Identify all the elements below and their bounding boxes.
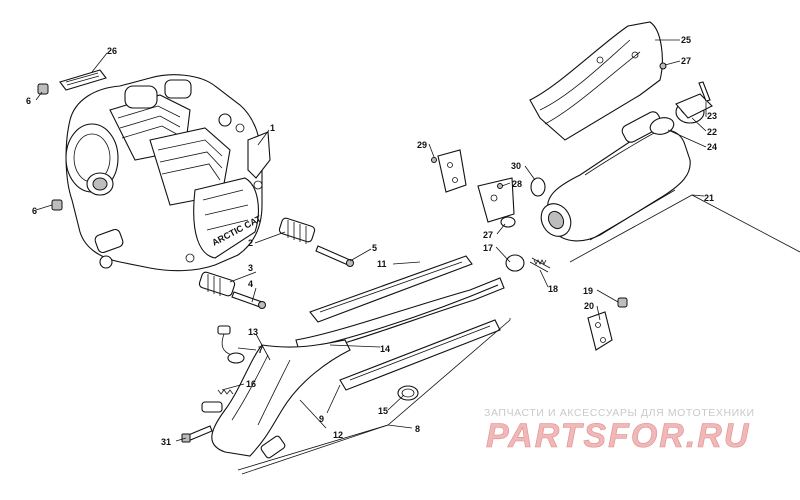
header-gasket — [217, 389, 234, 395]
header-flange — [201, 401, 223, 413]
callout-2: 2 — [248, 238, 253, 248]
exhaust-spring-gasket-upper — [278, 217, 316, 244]
callout-27: 27 — [483, 230, 493, 240]
exhaust-spring-gasket-lower — [198, 271, 236, 297]
pipe-clamp — [397, 385, 419, 401]
callout-24: 25 — [681, 35, 691, 45]
muffler-bracket — [437, 149, 467, 193]
bracket-screw — [431, 157, 437, 163]
engine-assembly: ARCTIC CAT — [65, 74, 271, 272]
callout-5: 5 — [372, 243, 377, 253]
callout-10: 11 — [377, 259, 387, 269]
callout-7: 7 — [258, 345, 263, 355]
callout-20: 21 — [704, 193, 714, 203]
callout-22: 23 — [707, 111, 717, 121]
watermark-tagline: ЗАПЧАСТИ И АКСЕССУАРЫ ДЛЯ МОТОТЕХНИКИ — [484, 407, 755, 419]
nut-upper — [37, 83, 49, 95]
muffler-mount-bracket — [477, 177, 516, 228]
pipe-heat-shield-lower — [339, 319, 501, 391]
callout-31: 31 — [161, 437, 171, 447]
heat-shield — [529, 21, 663, 141]
group-line-pipes — [241, 318, 511, 475]
callout-21: 22 — [707, 127, 717, 137]
callout-8: 8 — [415, 424, 420, 434]
exhaust-spring — [529, 257, 551, 273]
callout-3: 3 — [248, 263, 253, 273]
header-bolt — [181, 425, 213, 443]
callout-28: 28 — [512, 179, 522, 189]
grommet — [530, 177, 546, 197]
heat-shield-screw — [659, 62, 667, 70]
callout-25: 27 — [681, 56, 691, 66]
callout-29: 29 — [417, 140, 427, 150]
callout-13: 14 — [380, 344, 390, 354]
muffler-inlet-gasket — [505, 254, 525, 272]
pipe-heat-shield-upper — [309, 255, 473, 323]
callout-19: 20 — [584, 301, 594, 311]
callout-30: 30 — [511, 161, 521, 171]
stud-bolt-lower — [231, 291, 266, 309]
front-exhaust-pipe — [211, 339, 351, 459]
callout-11: 12 — [333, 430, 343, 440]
callout-16: 17 — [483, 243, 493, 253]
callout-9: 9 — [319, 414, 324, 424]
callout-15: 16 — [246, 379, 256, 389]
callout-labels: 26 6 6 1 2 3 4 5 11 13 14 7 9 12 15 16 8… — [26, 35, 717, 447]
oxygen-sensor — [217, 325, 245, 364]
tail-gasket — [649, 117, 675, 135]
callout-18: 19 — [583, 286, 593, 296]
tail-pipe-bolt — [698, 81, 711, 102]
callout-12: 13 — [248, 327, 258, 337]
callout-1: 1 — [270, 123, 275, 133]
watermark: ЗАПЧАСТИ И АКСЕССУАРЫ ДЛЯ МОТОТЕХНИКИ PA… — [484, 407, 755, 455]
callout-23: 24 — [707, 142, 717, 152]
tail-pipe — [675, 93, 713, 124]
callout-6-lower: 6 — [32, 206, 37, 216]
callout-26: 26 — [107, 46, 117, 56]
mount-bolt — [497, 183, 503, 189]
leader-lines — [35, 39, 707, 442]
lower-bracket — [587, 311, 613, 351]
callout-17: 18 — [548, 284, 558, 294]
callout-6-upper: 6 — [26, 96, 31, 106]
stud-bolt-upper — [315, 245, 354, 267]
decal-label — [59, 69, 107, 91]
callout-14: 15 — [378, 406, 388, 416]
lower-bracket-nut — [617, 297, 628, 308]
watermark-logo: PARTSFOR.RU — [486, 417, 750, 455]
callout-4: 4 — [248, 279, 253, 289]
muffler — [540, 111, 691, 242]
nut-lower — [51, 199, 63, 211]
